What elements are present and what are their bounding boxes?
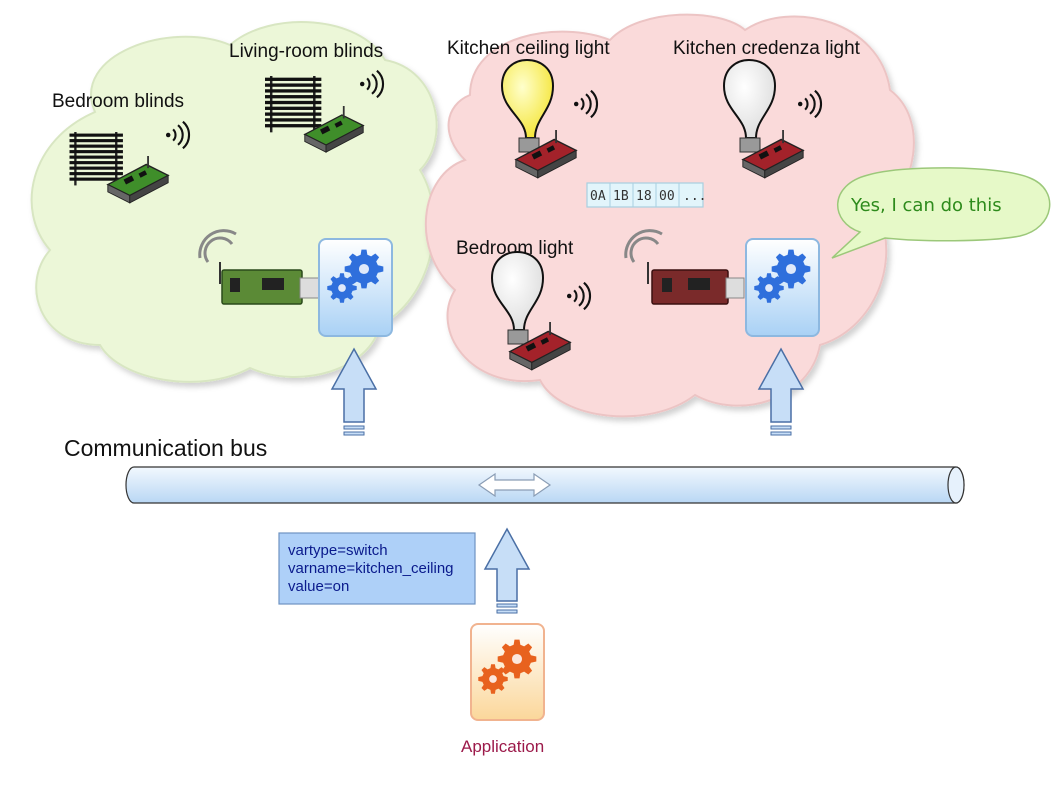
bedroom-blinds-label: Bedroom blinds: [52, 91, 184, 112]
packet-byte: 00: [659, 189, 675, 204]
speech-bubble: Yes, I can do this: [831, 167, 1051, 259]
living-room-blinds-label: Living-room blinds: [229, 41, 383, 62]
lightbulb-on-icon: [500, 58, 555, 139]
arrow-up-icon: [330, 347, 378, 436]
kitchen-credenza-light-device: Kitchen credenza light: [673, 38, 861, 179]
kitchen-ceiling-light-device: Kitchen ceiling light: [447, 38, 610, 179]
radio-packet: 0A 1B 18 00 ...: [586, 182, 706, 208]
lightbulb-off-icon: [490, 250, 545, 331]
bedroom-light-device: Bedroom light: [456, 238, 592, 371]
bus-title: Communication bus: [64, 435, 267, 461]
left-gateway-tile: [318, 238, 393, 337]
packet-byte: 1B: [613, 189, 629, 204]
message-line: vartype=switch: [288, 542, 388, 559]
message-note: vartype=switch varname=kitchen_ceiling v…: [278, 532, 476, 605]
living-room-blinds-device: Living-room blinds: [229, 41, 385, 154]
message-line: varname=kitchen_ceiling: [288, 560, 454, 577]
bedroom-light-label: Bedroom light: [456, 238, 574, 259]
wireless-signal-icon: [198, 229, 237, 259]
packet-byte: 18: [636, 189, 652, 204]
lightbulb-off-icon: [722, 58, 777, 139]
wireless-signal-icon: [624, 229, 663, 259]
arrow-up-icon: [483, 527, 531, 614]
packet-byte: ...: [683, 189, 706, 204]
kitchen-ceiling-light-label: Kitchen ceiling light: [447, 38, 610, 59]
communication-bus: [125, 466, 965, 504]
bidirectional-arrow-icon: [477, 472, 552, 498]
right-usb-dongle: [624, 229, 745, 305]
bedroom-blinds-device: Bedroom blinds: [52, 91, 191, 204]
right-gateway-tile: [745, 238, 820, 337]
kitchen-credenza-light-label: Kitchen credenza light: [673, 38, 861, 59]
message-line: value=on: [288, 578, 349, 595]
application-label: Application: [461, 737, 544, 756]
application-tile: [470, 623, 545, 721]
speech-bubble-text: Yes, I can do this: [850, 195, 1002, 216]
packet-byte: 0A: [590, 189, 606, 204]
arrow-up-icon: [757, 347, 805, 436]
left-usb-dongle: [198, 229, 321, 305]
